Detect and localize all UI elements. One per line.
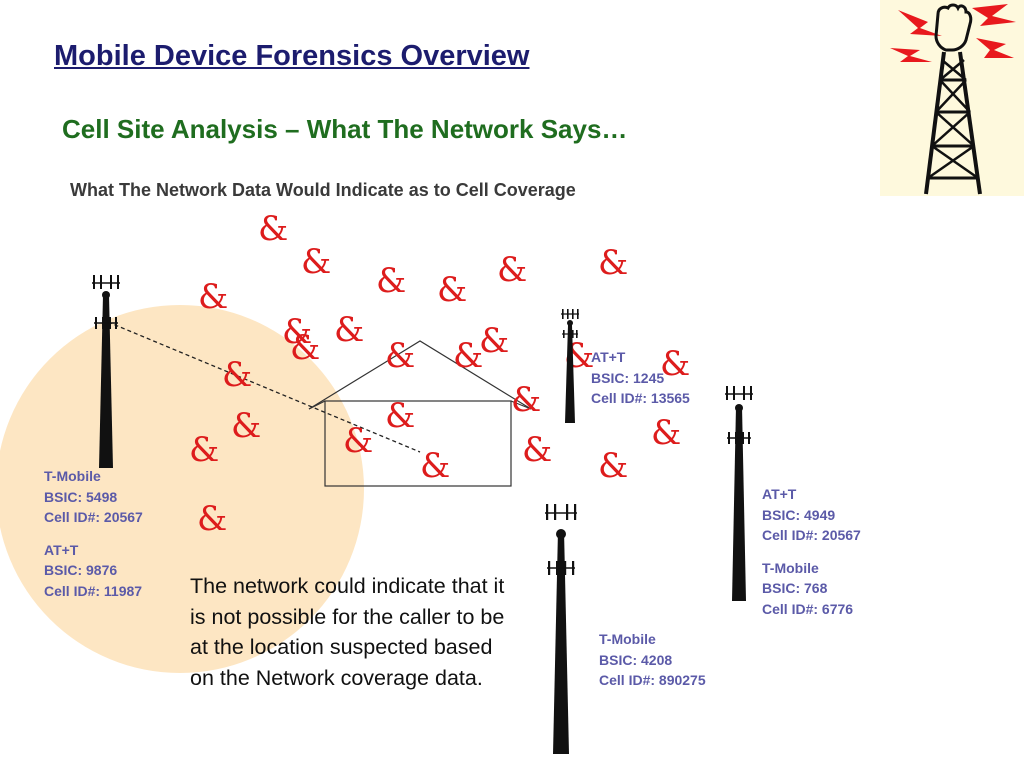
signal-markers: &&&&&&&&&&&&&&&&&&&&&&&&&& — [189, 209, 690, 539]
cell-id-label: Cell ID#: 13565 — [591, 390, 690, 406]
tower-label-right: AT+T BSIC: 4949 Cell ID#: 20567 T-Mobile… — [762, 484, 861, 619]
tower-label-bottom: T-Mobile BSIC: 4208 Cell ID#: 890275 — [599, 629, 706, 691]
house-icon — [308, 340, 532, 487]
carrier-label: AT+T — [591, 349, 626, 365]
carrier-label: T-Mobile — [762, 559, 819, 576]
slide-title: Mobile Device Forensics Overview — [54, 40, 530, 72]
carrier-label: T-Mobile — [44, 468, 101, 484]
signal-marker: & — [385, 396, 415, 436]
tower-label-left: T-Mobile BSIC: 5498 Cell ID#: 20567 AT+T… — [44, 466, 143, 601]
signal-marker: & — [651, 413, 681, 453]
signal-path-line — [107, 321, 421, 453]
signal-marker: & — [598, 446, 628, 486]
signal-marker: & — [453, 336, 483, 376]
signal-marker: & — [231, 406, 261, 446]
cell-tower-icon — [561, 309, 579, 423]
signal-marker: & — [189, 430, 219, 470]
signal-marker: & — [376, 261, 406, 301]
signal-marker: & — [385, 336, 415, 376]
bsic-label: BSIC: 5498 — [44, 488, 118, 505]
cell-id-label: Cell ID#: 6776 — [762, 600, 854, 617]
signal-marker: & — [290, 328, 320, 368]
carrier-label: AT+T — [44, 541, 79, 558]
bsic-label: BSIC: 4949 — [762, 506, 836, 523]
signal-marker: & — [301, 242, 331, 282]
cell-id-label: Cell ID#: 20567 — [762, 527, 861, 543]
carrier-label: T-Mobile — [599, 631, 656, 647]
signal-marker: & — [497, 250, 527, 290]
bsic-label: BSIC: 4208 — [599, 651, 673, 668]
signal-marker: & — [511, 380, 541, 420]
signal-marker: & — [437, 270, 467, 310]
signal-marker: & — [522, 430, 552, 470]
cell-tower-icon — [545, 504, 577, 754]
signal-marker: & — [222, 355, 252, 395]
signal-marker: & — [479, 321, 509, 361]
bsic-label: BSIC: 768 — [762, 580, 828, 596]
signal-marker: & — [258, 209, 288, 249]
bsic-label: BSIC: 1245 — [591, 369, 665, 386]
signal-marker: & — [660, 344, 690, 384]
cell-id-label: Cell ID#: 890275 — [599, 672, 706, 688]
signal-marker: & — [598, 243, 628, 283]
explanation-text: The network could indicate that it is no… — [190, 574, 505, 690]
cell-id-label: Cell ID#: 20567 — [44, 509, 143, 525]
carrier-label: AT+T — [762, 486, 797, 502]
signal-marker: & — [198, 277, 228, 317]
radio-tower-fist-icon — [890, 3, 1016, 195]
tower-label-center: AT+T BSIC: 1245 Cell ID#: 13565 — [591, 347, 690, 409]
cell-id-label: Cell ID#: 11987 — [44, 582, 143, 599]
coverage-zone — [0, 305, 364, 673]
cell-tower-icon — [92, 275, 120, 468]
bsic-label: BSIC: 9876 — [44, 562, 118, 578]
signal-marker: & — [282, 312, 312, 352]
signal-marker: & — [343, 421, 373, 461]
slide-subtitle: Cell Site Analysis – What The Network Sa… — [62, 114, 628, 144]
signal-marker: & — [420, 446, 450, 486]
signal-marker: & — [197, 499, 227, 539]
cell-tower-icon — [725, 386, 753, 601]
tower-logo — [880, 0, 1024, 196]
signal-marker: & — [334, 310, 364, 350]
coverage-heading: What The Network Data Would Indicate as … — [70, 180, 576, 200]
